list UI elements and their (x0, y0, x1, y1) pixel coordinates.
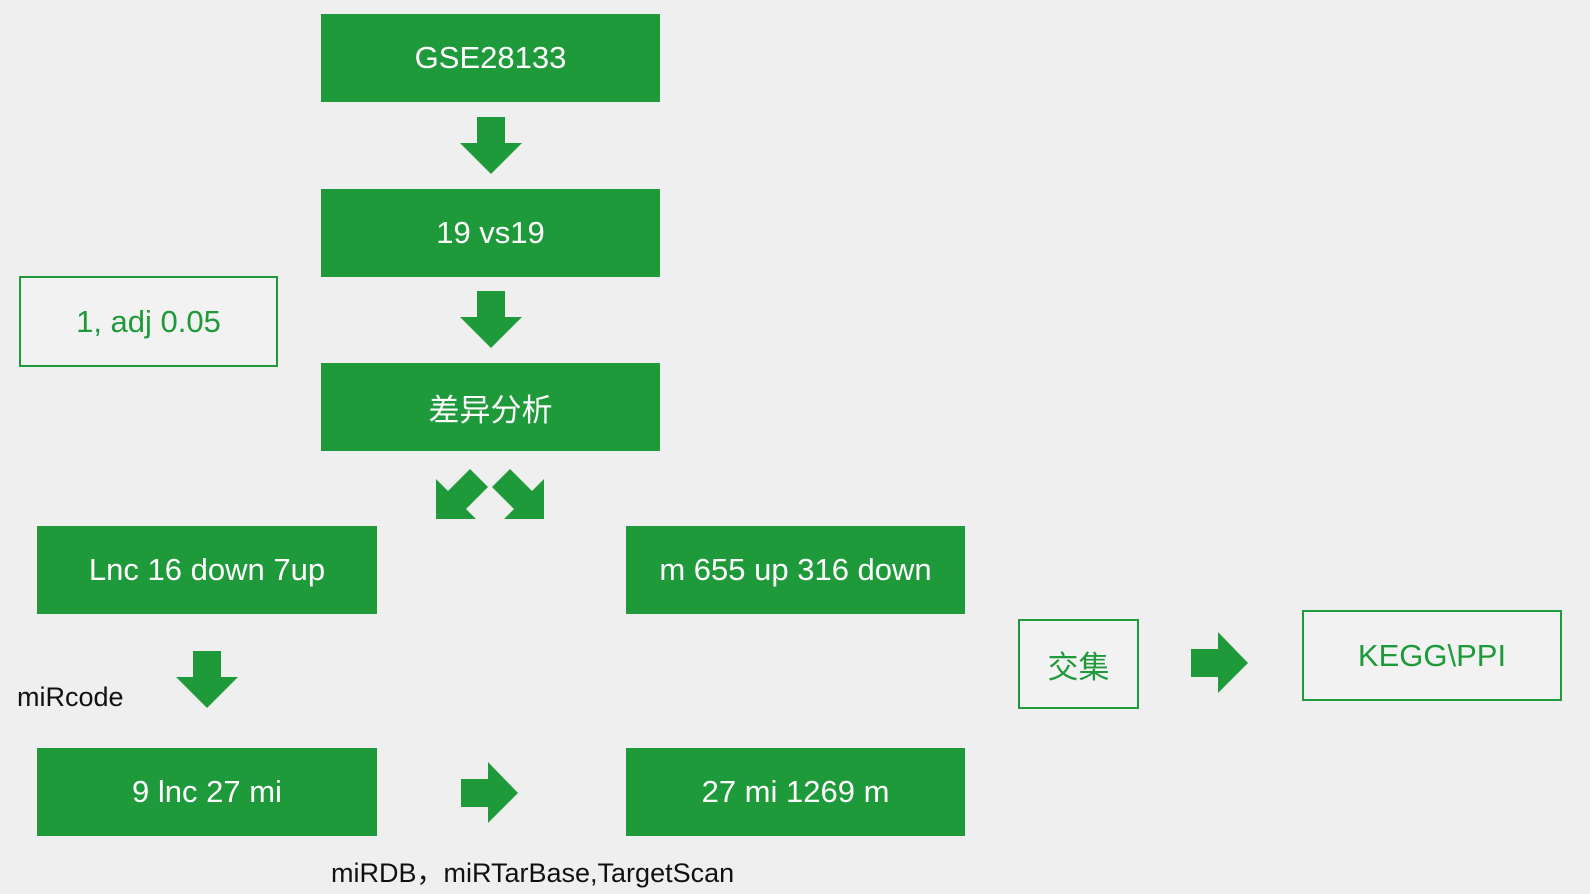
threshold-box: 1, adj 0.05 (19, 276, 278, 367)
m-result-box: m 655 up 316 down (626, 526, 965, 614)
m-result-box-label: m 655 up 316 down (659, 552, 932, 587)
mi-m-box-label: 27 mi 1269 m (701, 774, 890, 809)
down-arrow-icon (460, 291, 522, 348)
diff-analysis-box: 差异分析 (321, 363, 660, 451)
lnc-result-box-label: Lnc 16 down 7up (88, 552, 326, 587)
mircode-label: miRcode (17, 682, 124, 712)
mi-m-box: 27 mi 1269 m (626, 748, 965, 836)
right-arrow-icon (1191, 632, 1248, 693)
comparison-box: 19 vs19 (321, 189, 660, 277)
right-arrow-icon (461, 762, 518, 823)
kegg-ppi-box-label: KEGG\PPI (1357, 637, 1507, 673)
down-arrow-icon (460, 117, 522, 174)
diff-analysis-box-label: 差异分析 (428, 392, 553, 428)
down-right-arrow-icon (492, 469, 544, 519)
lnc-result-box: Lnc 16 down 7up (37, 526, 377, 614)
databases-label: miRDB，miRTarBase,TargetScan (331, 858, 735, 888)
intersection-box: 交集 (1018, 619, 1139, 709)
down-arrow-icon (176, 651, 238, 708)
down-left-arrow-icon (436, 469, 488, 519)
comparison-box-label: 19 vs19 (436, 215, 545, 250)
intersection-box-label: 交集 (1047, 649, 1110, 685)
threshold-box-label: 1, adj 0.05 (76, 303, 221, 339)
gse-box-label: GSE28133 (414, 40, 567, 75)
lnc-mi-box-label: 9 lnc 27 mi (132, 774, 282, 809)
kegg-ppi-box: KEGG\PPI (1302, 610, 1562, 701)
gse-box: GSE28133 (321, 14, 660, 102)
lnc-mi-box: 9 lnc 27 mi (37, 748, 377, 836)
